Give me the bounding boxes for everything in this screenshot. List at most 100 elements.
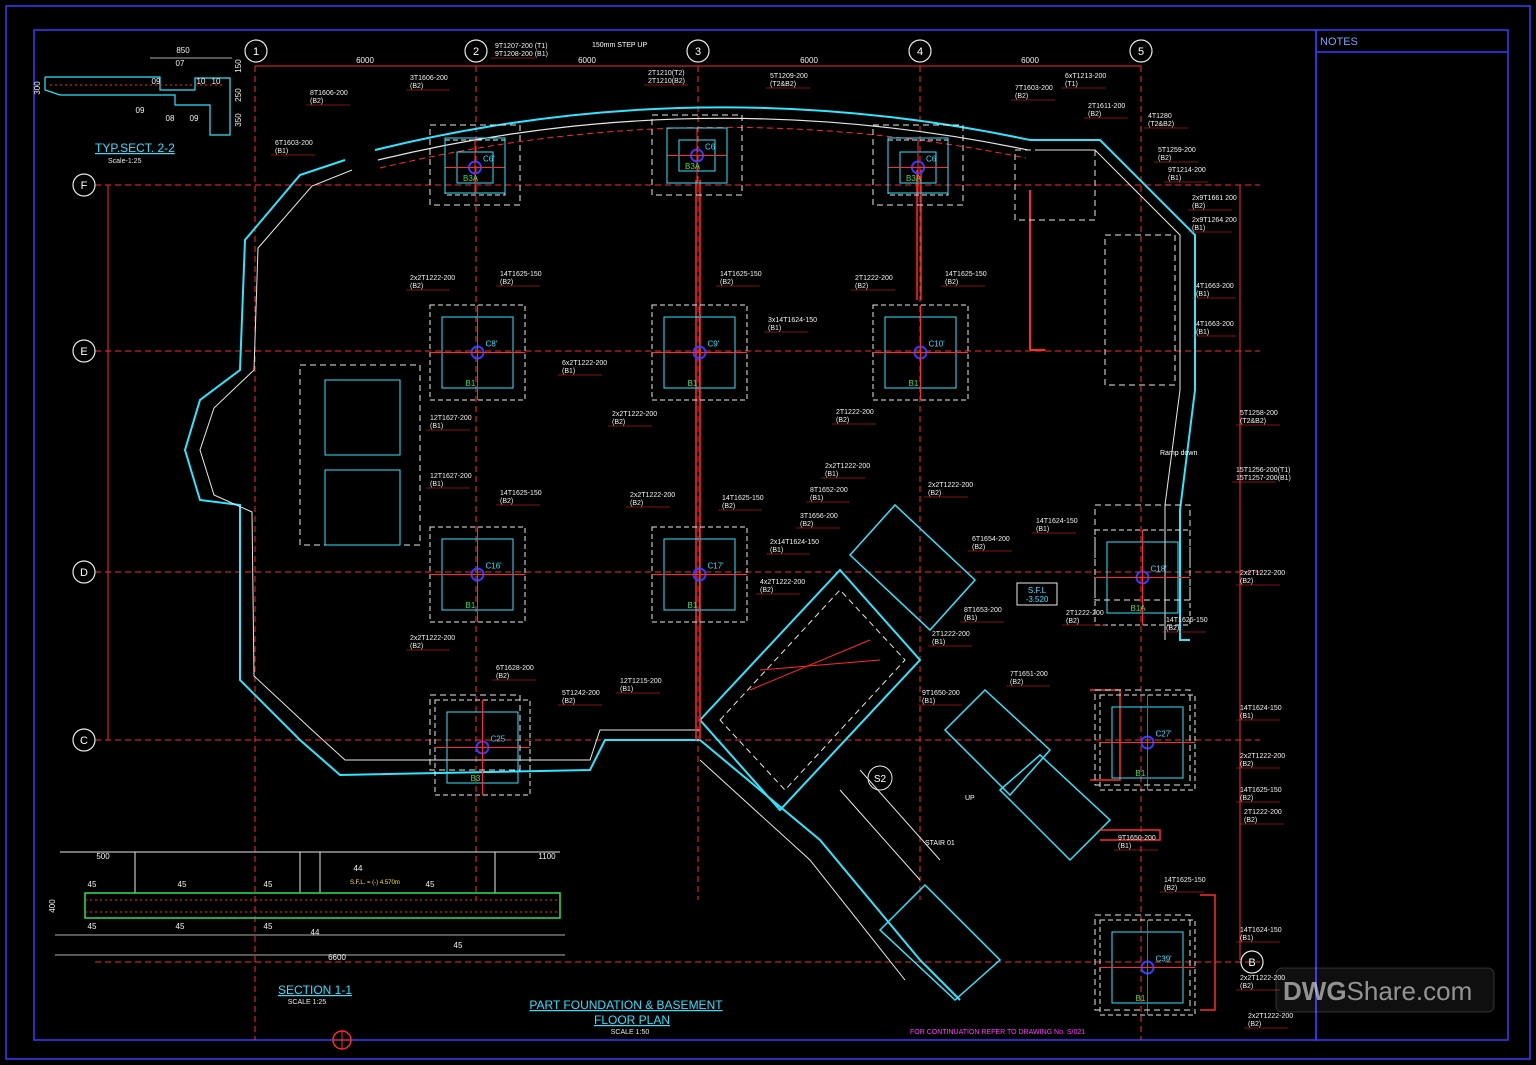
- rebar-label: 14T1625-150(B2): [1164, 877, 1206, 892]
- sec-dim-45g: 45: [264, 922, 273, 931]
- watermark-rest: Share.com: [1347, 976, 1473, 1006]
- typ-dim-150: 150: [234, 59, 243, 73]
- section-1-1: 500 1100 45 45 45 45 45 44 45 45 44 6600…: [48, 851, 565, 1006]
- rebar-label: 4T1663-200(B1): [1196, 283, 1234, 298]
- typ-dim-10a: 10: [197, 77, 206, 86]
- footing-pad: C17' B1: [651, 526, 748, 623]
- footing-pad: C9'B1: [651, 304, 748, 401]
- column-label: C27': [1156, 730, 1173, 739]
- rebar-label: 2T1210(T2)2T1210(B2): [648, 70, 685, 85]
- s2-marker: S2: [874, 774, 887, 785]
- sec-dim-45a: 45: [88, 880, 97, 889]
- column-label: C39': [1156, 955, 1173, 964]
- rebar-label: 2x2T1222-200(B2): [410, 635, 455, 650]
- rebar-label: 2x2T1222-200(B2): [1240, 753, 1285, 768]
- typ-dim-250: 250: [234, 88, 243, 102]
- rebar-label: 2T1222-200(B2): [1244, 809, 1282, 824]
- sec-dim-500: 500: [96, 852, 110, 861]
- beam-label: B1: [1136, 994, 1146, 1003]
- rebar-label: 7T1651-200(B2): [1010, 671, 1048, 686]
- sec-sfl: S.F.L. = (-) 4.570m: [350, 880, 400, 886]
- rebar-label: 2T1222-200(B2): [855, 275, 893, 290]
- rebar-label: 2x2T1222-200(B2): [612, 411, 657, 426]
- rebar-label: 15T1256-200(T1)15T1257-200(B1): [1236, 467, 1291, 482]
- plan-title-line1: PART FOUNDATION & BASEMENT: [529, 998, 723, 1012]
- rebar-label: 6T1603-200(B1): [275, 140, 313, 155]
- plan-title-line2: FLOOR PLAN: [594, 1013, 670, 1027]
- grid-row-e: E: [80, 346, 87, 358]
- rebar-label: 3x14T1624-150(B1): [768, 317, 817, 332]
- rebar-label: 9T1650-200(B1): [922, 690, 960, 705]
- notes-panel: [1315, 29, 1509, 1041]
- rebar-label: 5T1242-200(B2): [562, 690, 600, 705]
- building-outline: [183, 106, 1216, 1011]
- grid-row-c: C: [80, 735, 88, 747]
- rebar-label: 2x2T1222-200(B2): [1240, 570, 1285, 585]
- grid-col-1: 1: [253, 46, 259, 58]
- watermark-brand: DWG: [1283, 976, 1347, 1006]
- footing-pad: C16' B1: [429, 526, 526, 623]
- top-footings: [299, 114, 1191, 1011]
- grid-row-bubbles: F E D C B: [72, 173, 1264, 974]
- sec-dim-44b: 44: [311, 928, 320, 937]
- typ-dim-08: 08: [166, 114, 175, 123]
- sheet-border: [5, 5, 1531, 1060]
- rebar-label: 6T1654-200(B2): [972, 536, 1010, 551]
- beam-label: B1: [466, 601, 476, 610]
- footing-pad: C8'B1: [429, 304, 526, 401]
- typ-dim-07: 07: [176, 59, 185, 68]
- rebar-label: 2x9T1264 200(B1): [1192, 217, 1237, 232]
- typ-section-2-2: 850 07 09 10 10 300 09 08 09 150 250 350…: [33, 46, 243, 165]
- rebar-label: 3T1656-200(B2): [800, 513, 838, 528]
- rebar-label: 14T1625-150(B2): [720, 271, 762, 286]
- typ-dim-09c: 09: [190, 114, 199, 123]
- rebar-label: 9T1650-200(B1): [1118, 835, 1156, 850]
- grid-column-bubbles: 1 2 3 4 5: [244, 39, 1153, 63]
- rebar-label: 14T1625-150(B2): [500, 271, 542, 286]
- rebar-label: 2x2T1222-200(B1): [825, 463, 870, 478]
- ramp-label: Ramp down: [1160, 450, 1197, 457]
- sfl-value: -3.520: [1026, 595, 1049, 604]
- column-label: C17': [708, 562, 725, 571]
- rebar-annotations: 8T1606-200(B2)3T1606-200(B2)2T1210(T2)2T…: [271, 43, 1293, 1029]
- column-label: C18': [1151, 565, 1168, 574]
- step-up-label: 150mm STEP UP: [592, 42, 647, 49]
- rebar-label: 2x2T1222-200(B2): [928, 482, 973, 497]
- section-title: SECTION 1-1: [278, 983, 352, 997]
- rebar-label: 4T1663-200(B1): [1196, 321, 1234, 336]
- typ-dim-850: 850: [176, 46, 190, 55]
- column-label: C10': [929, 340, 946, 349]
- grid-col-3: 3: [695, 46, 701, 58]
- column-label: C16': [486, 562, 503, 571]
- stair-label: STAIR 01: [925, 840, 955, 847]
- column-label: C6': [483, 155, 495, 164]
- sec-dim-44a: 44: [354, 864, 363, 873]
- beam-label: B1: [688, 601, 698, 610]
- rebar-label: 5T1209-200(T2&B2): [770, 73, 808, 88]
- grid-row-d: D: [80, 567, 88, 579]
- sec-dim-400: 400: [48, 899, 57, 913]
- rebar-label: 2T1222-200(B2): [836, 409, 874, 424]
- notes-label: NOTES: [1320, 36, 1358, 48]
- section-scale: SCALE 1:25: [288, 999, 327, 1006]
- sec-dim-45d: 45: [426, 880, 435, 889]
- column-label: C9': [708, 340, 720, 349]
- plan-scale: SCALE 1:50: [611, 1029, 650, 1036]
- rebar-label: 4x2T1222-200(B2): [760, 579, 805, 594]
- beam-label: B1A: [1131, 604, 1147, 613]
- beam-label: B3A: [906, 174, 922, 183]
- rebar-label: 2x2T1222-200(B2): [630, 492, 675, 507]
- grid-col-4: 4: [917, 46, 923, 58]
- rebar-label: 14T1625-150(B2): [945, 271, 987, 286]
- column-label: C25: [491, 735, 506, 744]
- sec-dim-45b: 45: [178, 880, 187, 889]
- sfl-box: [1016, 582, 1058, 606]
- rebar-label: 6xT1213-200(T1): [1065, 73, 1106, 88]
- grid-col-2: 2: [473, 46, 479, 58]
- beam-label: B3A: [463, 174, 479, 183]
- rebar-label: 9T1214-200(B1): [1168, 167, 1206, 182]
- rebar-label: 14T1624-150(B1): [1240, 705, 1282, 720]
- rebar-label: 8T1652-200(B1): [810, 487, 848, 502]
